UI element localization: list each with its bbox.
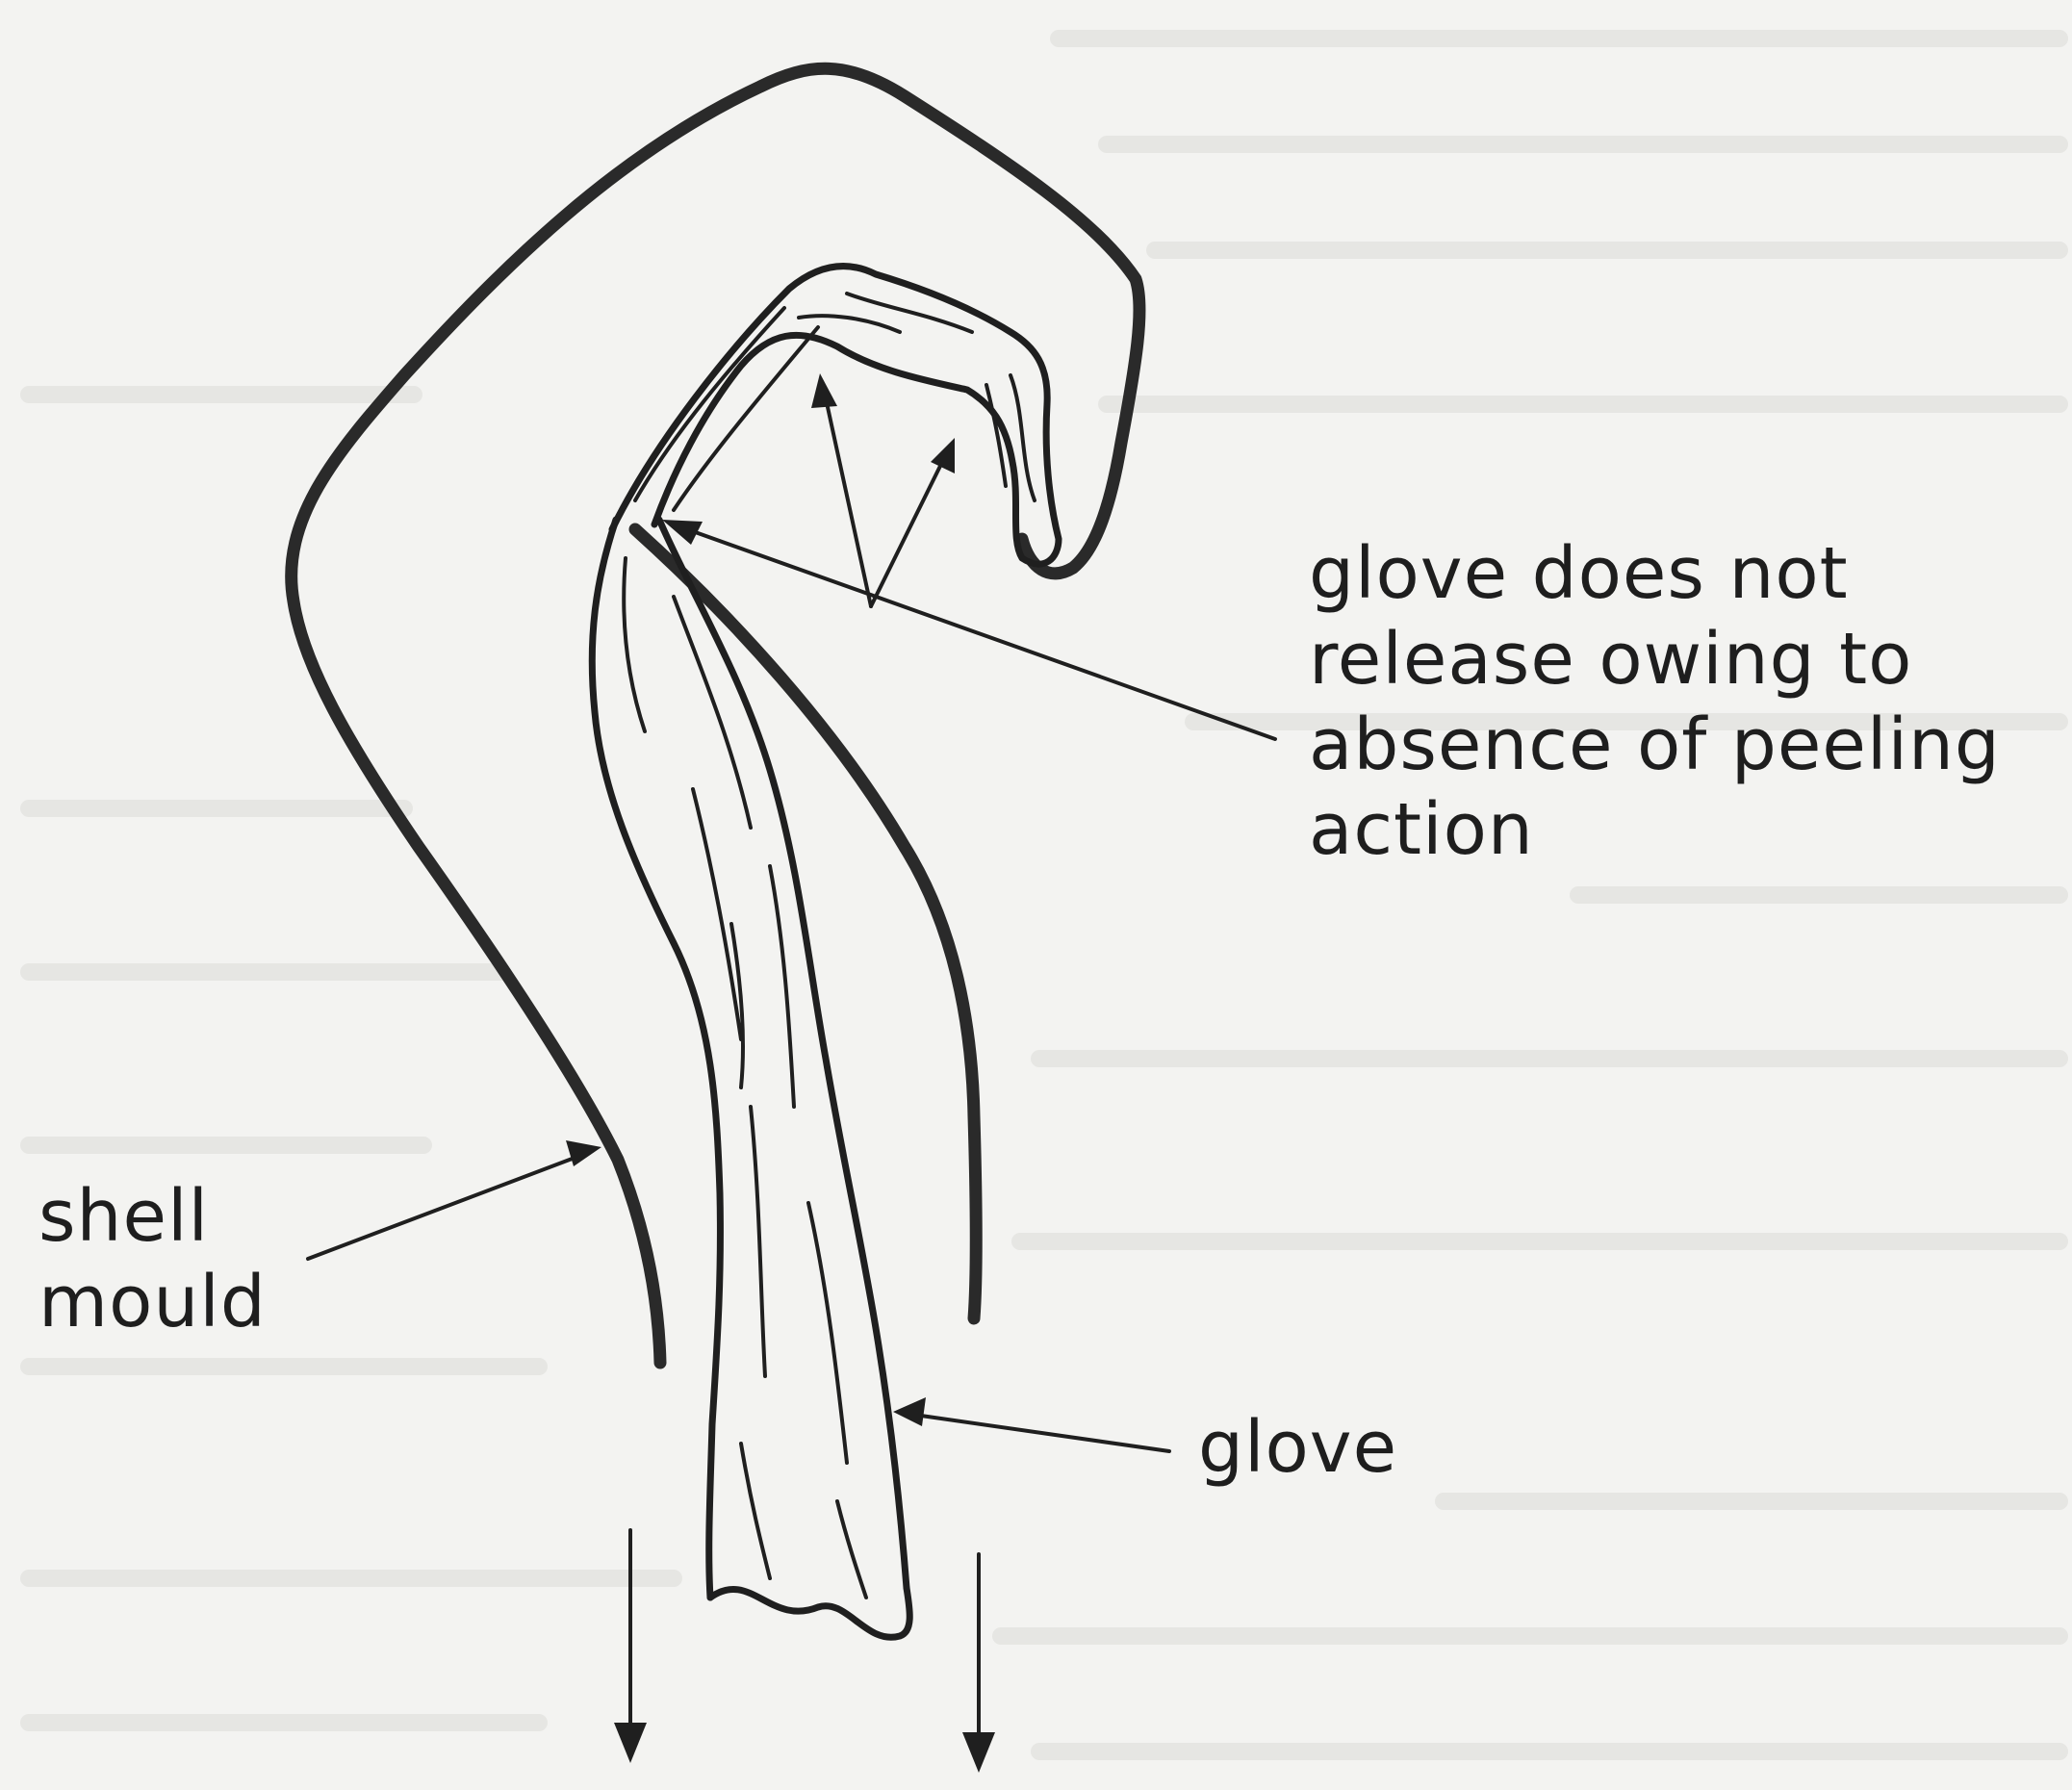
shell-mould-arrow — [308, 1140, 601, 1259]
arrowhead-icon — [893, 1397, 926, 1426]
down-arrow-icon — [962, 1732, 995, 1773]
release-note-arrows — [662, 373, 1275, 739]
arrowhead-icon — [811, 373, 837, 408]
release-note-line-4: action — [1309, 787, 2001, 873]
glove-head — [612, 267, 1059, 565]
release-note-line-1: glove does not — [1309, 531, 2001, 617]
withdrawal-arrows — [614, 1530, 995, 1773]
glove-arrow — [893, 1397, 1169, 1451]
shell-mould-outer-wall — [292, 68, 1139, 1363]
glove-label: glove — [1198, 1405, 1397, 1491]
shell-mould-line-2: mould — [38, 1260, 267, 1345]
shell-mould-label: shell mould — [38, 1174, 267, 1345]
release-note-label: glove does not release owing to absence … — [1309, 531, 2001, 873]
release-note-line-3: absence of peeling — [1309, 703, 2001, 788]
background-texture — [29, 38, 2059, 1752]
arrowhead-icon — [931, 438, 955, 473]
down-arrow-icon — [614, 1723, 647, 1763]
release-note-line-2: release owing to — [1309, 617, 2001, 703]
glove-body — [592, 520, 909, 1637]
shell-mould-line-1: shell — [38, 1174, 267, 1260]
arrowhead-icon — [566, 1140, 601, 1166]
